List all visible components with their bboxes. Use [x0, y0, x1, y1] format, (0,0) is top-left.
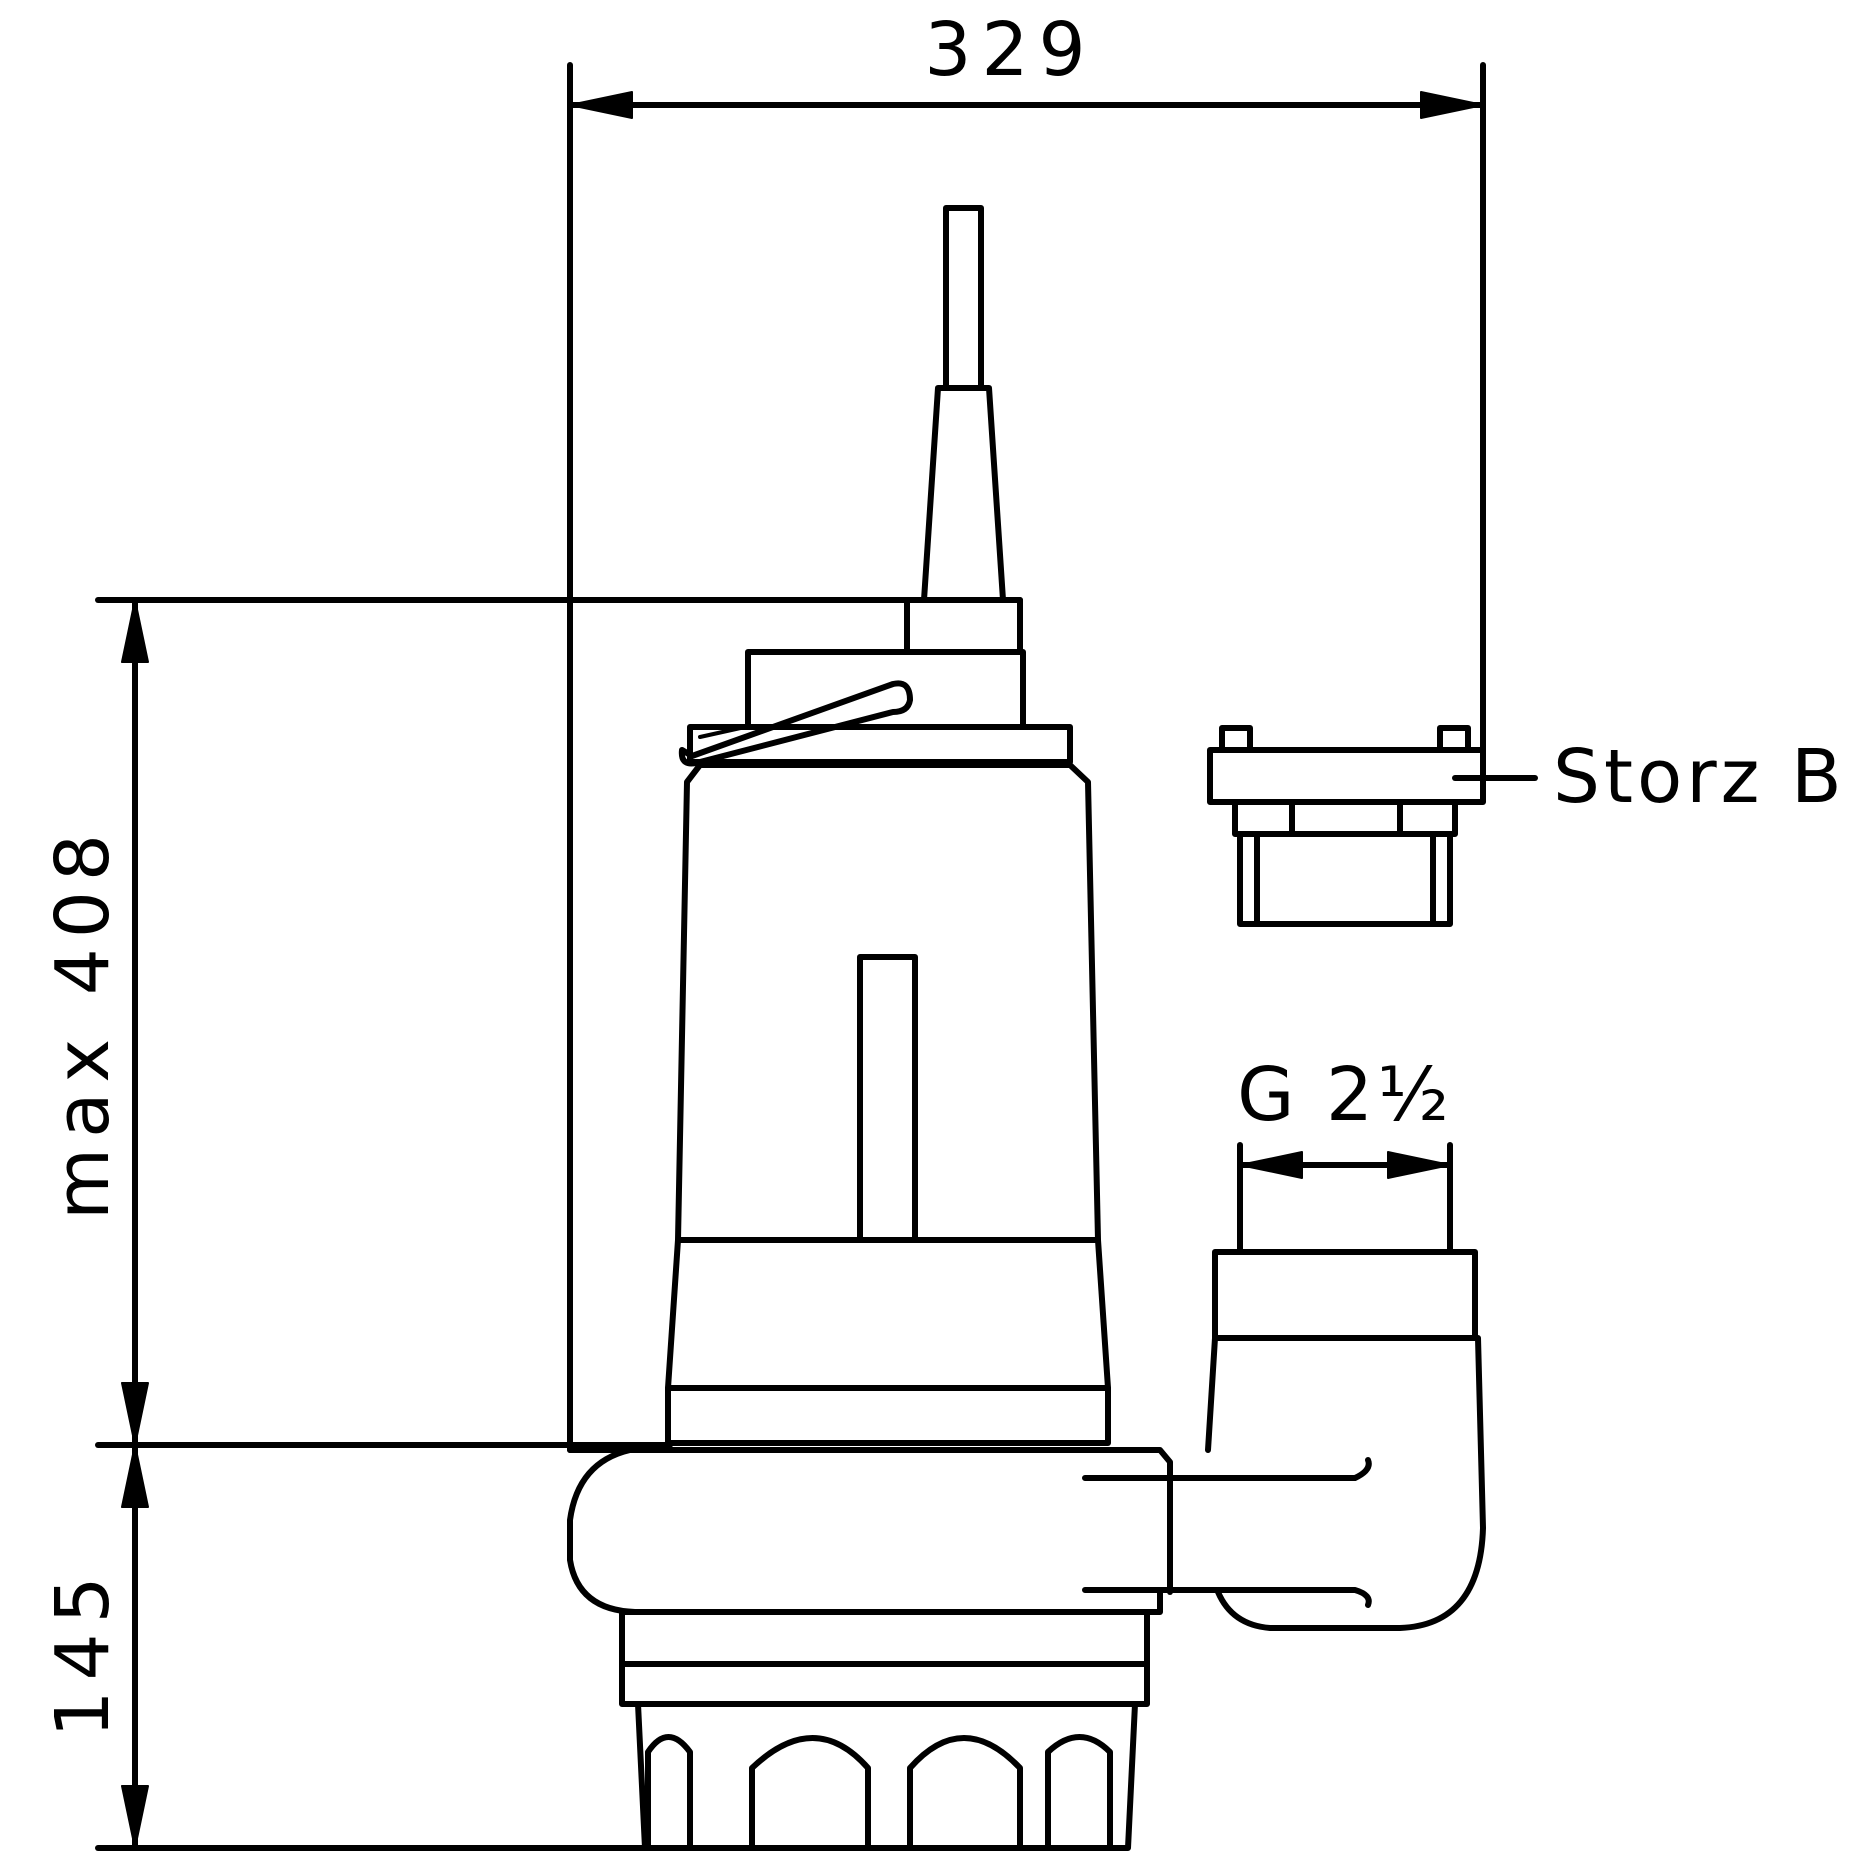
thread-arrow-right [1387, 1151, 1451, 1179]
head-cap [904, 597, 1023, 655]
arrow-mid-up [121, 1382, 149, 1446]
thread-nipple [1212, 1249, 1478, 1341]
arrow-top [121, 599, 149, 663]
outlet-height-dimension: 145 [40, 1442, 653, 1851]
strainer-slot-2 [749, 1735, 871, 1851]
coupling-lug-left [1219, 725, 1253, 753]
strainer-body [635, 1701, 1138, 1851]
coupling-tail [1237, 831, 1453, 927]
cable [921, 205, 1006, 603]
motor-housing-upper [675, 762, 1101, 1243]
volute-outline [567, 1447, 1372, 1615]
width-dimension: 329 [567, 7, 1486, 1453]
carry-handle [678, 680, 913, 767]
head-flange [687, 724, 1073, 765]
thread-size-label: G 2½ [1237, 1052, 1453, 1138]
volute [567, 1335, 1486, 1631]
height-value: max 408 [40, 824, 126, 1220]
outlet-height-value: 145 [40, 1566, 126, 1737]
coupling-ring [1232, 799, 1458, 837]
width-value: 329 [924, 7, 1095, 93]
height-dimension: max 408 [40, 597, 1023, 1448]
strainer-slot-3 [907, 1735, 1023, 1851]
motor-body [665, 762, 1111, 1446]
thread-arrow-left [1239, 1151, 1303, 1179]
outlet-elbow [1205, 1335, 1486, 1631]
outlet-thread: G 2½ [1212, 1052, 1478, 1341]
arrow-left [569, 91, 633, 119]
arrow-bottom [121, 1785, 149, 1849]
strainer-slot-4 [1045, 1734, 1113, 1851]
cable-gland [921, 385, 1006, 603]
coupling-flange [1207, 747, 1486, 805]
volute-top-line [567, 1447, 1372, 1481]
pump-head [678, 597, 1073, 767]
storz-coupling: Storz B [1207, 725, 1846, 927]
motor-nameplate-slot [857, 954, 918, 1243]
strainer-band [619, 1661, 1150, 1707]
handle-pivot [698, 725, 747, 739]
cable-wire [943, 205, 984, 391]
strainer-slot-1 [645, 1734, 693, 1851]
arrow-right [1420, 91, 1484, 119]
strainer [619, 1609, 1150, 1851]
motor-base-ring [665, 1385, 1111, 1446]
coupling-label: Storz B [1553, 734, 1846, 820]
motor-housing-lower [665, 1237, 1111, 1391]
coupling-lug-right [1437, 725, 1471, 753]
arrow-mid-down [121, 1444, 149, 1508]
strainer-collar [619, 1609, 1150, 1667]
